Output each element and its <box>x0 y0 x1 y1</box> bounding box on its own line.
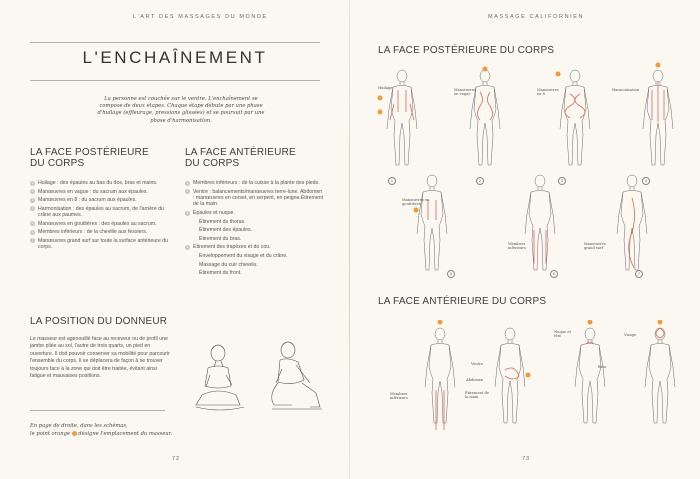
list-item-text: Huilage : des épaules au bas du dos, bra… <box>38 180 158 186</box>
divider-title <box>30 80 320 81</box>
label-gouttieres: Manœuvres en gouttières <box>402 198 430 207</box>
label-en8: Manœuvres en 8 <box>537 88 559 97</box>
step-number: 3 <box>185 210 190 216</box>
step-number: 2 <box>185 189 190 195</box>
label-nuque: Nuque et tête <box>554 330 571 339</box>
figure-number-4: 4 <box>642 177 650 185</box>
left-page: L'ART DES MASSAGES DU MONDE L'ENCHAÎNEME… <box>30 14 325 462</box>
step-number: 7 <box>30 238 35 244</box>
masseur-illustration <box>195 341 322 411</box>
intro-text: La personne est couchée sur le ventre. L… <box>97 96 265 124</box>
position-text: Le masseur est agenouillé face au receve… <box>30 336 170 380</box>
posterior-figures <box>377 62 674 271</box>
step-number: 1 <box>30 180 35 186</box>
list-item-text: Manœuvres en vague : du sacrum aux épaul… <box>38 188 148 195</box>
anterior-figures-heading: LA FACE ANTÉRIEURE DU CORPS <box>378 296 547 307</box>
gutter <box>349 0 350 479</box>
list-item: Étirement du front. <box>185 270 325 276</box>
label-vague: Manœuvres en vague <box>454 88 476 97</box>
list-item: Étirement du bras. <box>185 236 325 242</box>
label-abdomen: Abdomen <box>466 378 484 382</box>
step-number: 6 <box>30 229 35 235</box>
label-harmonisation: Harmonisation <box>612 88 640 92</box>
right-page: MASSAGE CALIFORNIEN LA FACE POSTÉRIEURE … <box>350 0 700 479</box>
label-bras: Bras <box>598 365 607 369</box>
legend-note: En page de droite, dans les schémas, le … <box>30 423 173 437</box>
step-number: 1 <box>185 180 190 186</box>
step-number: 4 <box>185 244 190 250</box>
list-item-text: Étirement du bras. <box>199 235 242 242</box>
list-item: Étirement du thorax. <box>185 219 325 225</box>
step-number: 3 <box>30 197 35 203</box>
figure-number-1: 1 <box>388 177 396 185</box>
label-huilage: Huilage <box>378 86 393 90</box>
label-etirement-main: Étirement de la main <box>465 391 489 400</box>
page-title: L'ENCHAÎNEMENT <box>82 48 268 67</box>
figure-number-6: 6 <box>550 270 558 278</box>
step-number: 5 <box>30 221 35 227</box>
divider-top <box>30 42 320 43</box>
list-item-text: Enveloppement du visage et du crâne. <box>199 252 288 259</box>
list-item-text: Ventre : balancements/manœuvres terre-lu… <box>193 188 324 208</box>
label-membres: Membres inférieurs <box>508 242 526 251</box>
list-item: Massage du cuir chevelu. <box>185 262 325 268</box>
label-ventre: Ventre <box>471 362 483 366</box>
folio-left: 72 <box>172 456 181 462</box>
running-head-left: L'ART DES MASSAGES DU MONDE <box>133 14 268 20</box>
list-item-text: Étirement du thorax. <box>199 218 246 225</box>
list-item-text: Harmonisation : des épaules au sacrum, d… <box>38 205 164 219</box>
list-item-text: Massage du cuir chevelu. <box>199 261 258 268</box>
list-item-text: Membres inférieurs : de la cheville aux … <box>38 229 148 236</box>
list-item-text: Étirement du front. <box>199 270 242 277</box>
label-visage: Visage <box>624 333 637 337</box>
posterior-figures-heading: LA FACE POSTÉRIEURE DU CORPS <box>378 45 555 56</box>
posterior-heading: LA FACE POSTÉRIEURE DU CORPS <box>30 147 149 169</box>
anterior-heading: LA FACE ANTÉRIEURE DU CORPS <box>185 147 296 169</box>
list-item-text: Membres inférieurs : de la cuisse à la p… <box>193 180 320 186</box>
list-item: Enveloppement du visage et du crâne. <box>185 253 325 259</box>
figure-number-2: 2 <box>476 177 484 185</box>
step-number: 2 <box>30 189 35 195</box>
list-item-text: Manœuvres en gouttières : des épaules au… <box>38 220 157 227</box>
figure-number-5: 5 <box>447 270 455 278</box>
running-head-right: MASSAGE CALIFORNIEN <box>488 14 585 20</box>
list-item: Étirement des épaules. <box>185 227 325 233</box>
list-item-text: Manœuvres grand surf sur toute la surfac… <box>38 237 169 251</box>
orange-dot-icon <box>71 431 77 436</box>
label-membres-anterieur: Membres inférieurs <box>390 392 408 401</box>
anterior-figures <box>424 320 676 430</box>
step-number: 4 <box>30 206 35 212</box>
label-surf: Manœuvres grand surf <box>584 242 606 251</box>
folio-right: 73 <box>522 456 531 462</box>
list-item-text: Étirement des épaules. <box>199 227 253 234</box>
figure-number-7: 7 <box>635 270 643 278</box>
divider-note <box>30 410 165 411</box>
figure-number-3: 3 <box>558 177 566 185</box>
list-item-text: Étirement des trapèzes et du cou. <box>193 244 271 251</box>
list-item-text: Épaules et nuque. <box>193 210 235 216</box>
position-heading: LA POSITION DU DONNEUR <box>30 316 168 327</box>
list-item-text: Manœuvres en 8 : du sacrum aux épaules. <box>38 197 137 204</box>
